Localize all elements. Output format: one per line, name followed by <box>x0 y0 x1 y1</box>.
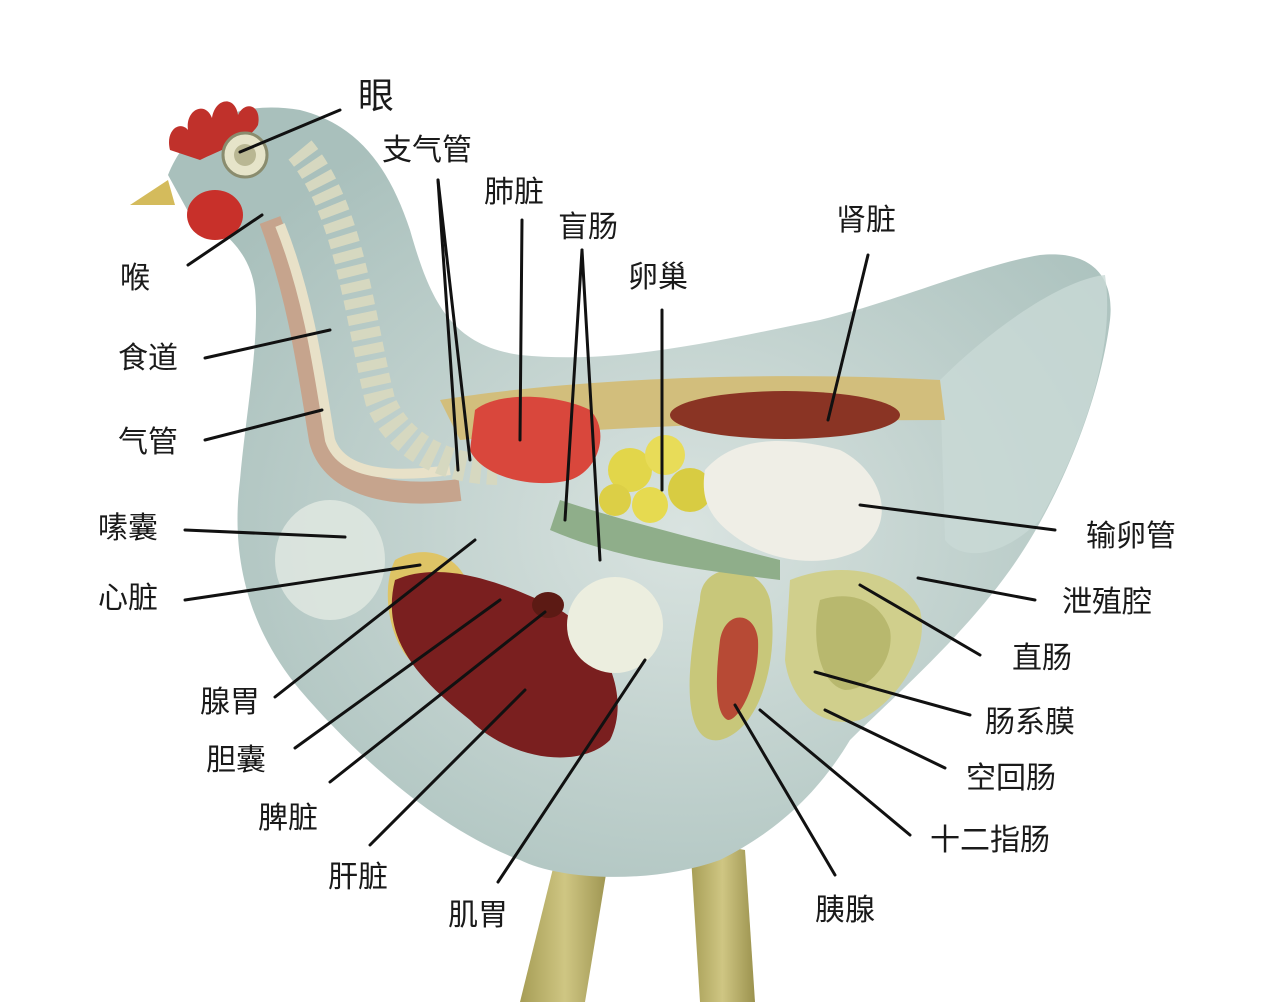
esophagus-tube <box>259 216 462 504</box>
leader-gizzard <box>496 658 647 884</box>
label-cecum: 盲肠 <box>558 210 618 245</box>
eye-drawing <box>221 131 269 179</box>
label-kidney: 肾脏 <box>836 203 896 238</box>
gizzard-drawing <box>567 577 663 673</box>
leader-crop <box>183 528 347 539</box>
leader-proventriculus <box>273 538 477 699</box>
leader-heart <box>183 563 422 602</box>
trachea-tube <box>275 223 451 479</box>
label-rectum: 直肠 <box>1012 641 1072 676</box>
label-oviduct: 输卵管 <box>1086 519 1176 554</box>
label-bronchi: 支气管 <box>382 133 472 168</box>
comb <box>169 101 259 160</box>
left-leg <box>520 840 610 1002</box>
leader-cecum-2 <box>580 248 602 562</box>
label-esophagus: 食道 <box>118 341 178 376</box>
right-leg <box>690 840 755 1002</box>
labels: 眼 支气管 肺脏 盲肠 卵巢 肾脏 喉 食道 气管 嗉囊 心脏 腺胃 胆囊 脾脏… <box>98 76 1176 933</box>
leader-liver <box>368 688 527 847</box>
label-liver: 肝脏 <box>328 860 388 895</box>
leader-cecum-1 <box>563 248 584 522</box>
label-heart: 心脏 <box>98 581 158 616</box>
wattle <box>187 190 243 240</box>
label-cloaca: 泄殖腔 <box>1062 585 1152 620</box>
label-spleen: 脾脏 <box>258 801 318 836</box>
label-mesentery: 肠系膜 <box>985 705 1075 740</box>
leader-cloaca <box>916 576 1037 602</box>
leader-trachea <box>203 408 324 442</box>
label-eye: 眼 <box>358 76 394 117</box>
legs <box>520 840 755 1002</box>
leader-rectum <box>858 583 982 657</box>
leader-spleen <box>328 610 547 784</box>
intestine-drawing <box>550 500 922 741</box>
leader-esophagus <box>203 328 332 360</box>
leader-lines <box>183 108 1057 884</box>
label-larynx: 喉 <box>120 261 150 296</box>
label-gallbladder: 胆囊 <box>206 743 266 778</box>
leader-oviduct <box>858 503 1057 532</box>
kidney-drawing <box>670 391 900 439</box>
leader-kidney <box>826 253 870 422</box>
tail-region <box>940 275 1108 554</box>
label-pancreas: 胰腺 <box>815 893 875 928</box>
label-jejunum-ileum: 空回肠 <box>966 761 1056 796</box>
oviduct-drawing <box>703 441 882 561</box>
leader-mesentery <box>813 670 972 717</box>
spine <box>288 140 501 485</box>
crop-drawing <box>275 500 385 620</box>
liver-drawing <box>391 571 618 758</box>
label-proventriculus: 腺胃 <box>200 685 260 720</box>
label-gizzard: 肌胃 <box>448 898 508 933</box>
leader-bronchi-2 <box>436 178 472 462</box>
label-lung: 肺脏 <box>484 175 544 210</box>
leader-bronchi-1 <box>436 178 460 472</box>
leader-pancreas <box>733 703 837 877</box>
leader-gallbladder <box>293 598 502 750</box>
leader-larynx <box>186 213 264 267</box>
leader-lung <box>518 218 524 442</box>
label-trachea: 气管 <box>118 425 178 460</box>
leader-jejunum-ileum <box>823 708 947 770</box>
label-crop: 嗉囊 <box>98 511 158 546</box>
spleen-drawing <box>532 592 564 618</box>
label-ovary: 卵巢 <box>628 260 688 295</box>
leader-eye <box>238 108 342 154</box>
ovary-drawing <box>599 435 712 523</box>
label-duodenum: 十二指肠 <box>930 823 1050 858</box>
beak <box>130 180 175 205</box>
leader-duodenum <box>758 708 912 837</box>
